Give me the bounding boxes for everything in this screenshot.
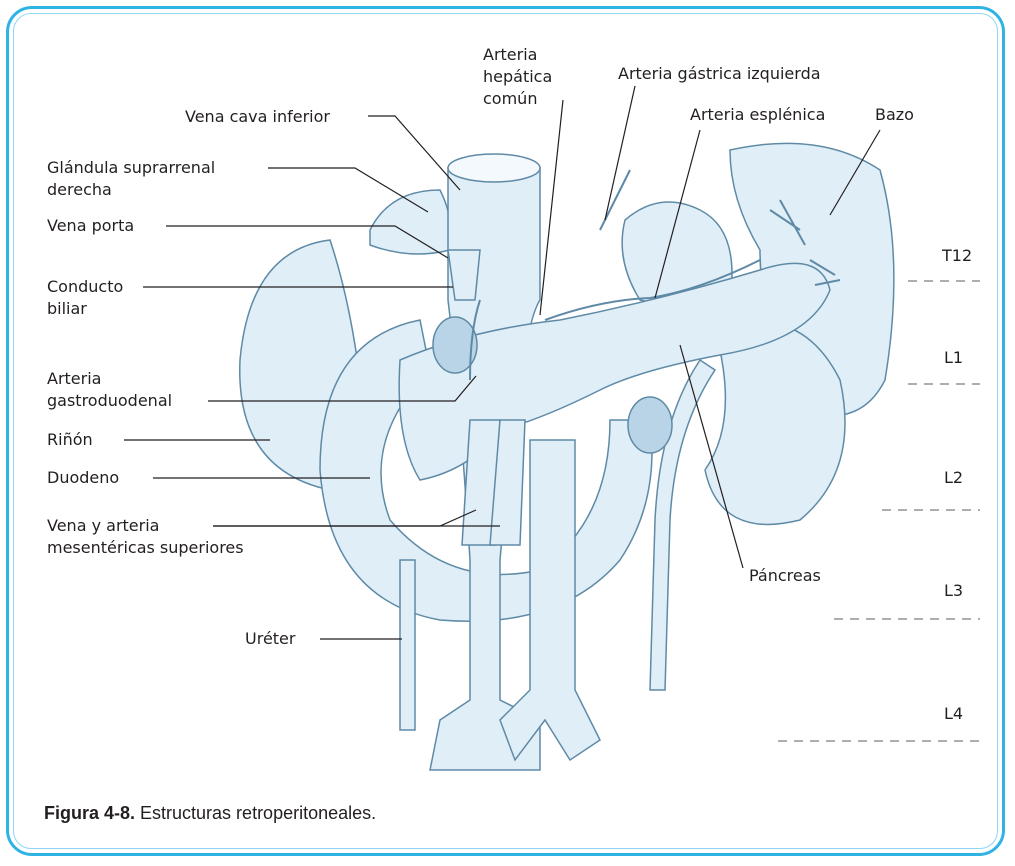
figure-caption: Figura 4-8. Estructuras retroperitoneale… bbox=[44, 803, 376, 824]
adrenal-gland bbox=[370, 190, 451, 254]
level-label-l1: L1 bbox=[944, 347, 963, 369]
label-arteria-esplenica: Arteria esplénica bbox=[690, 104, 825, 126]
caption-text: Estructuras retroperitoneales. bbox=[135, 803, 376, 823]
label-bazo: Bazo bbox=[875, 104, 914, 126]
label-conducto: Conducto biliar bbox=[47, 276, 123, 320]
label-vena-cava: Vena cava inferior bbox=[185, 106, 330, 128]
level-label-l3: L3 bbox=[944, 580, 963, 602]
label-duodeno: Duodeno bbox=[47, 467, 119, 489]
right-ureter bbox=[400, 560, 415, 730]
label-arteria-gastroduodenal: Arteria gastroduodenal bbox=[47, 368, 172, 412]
label-glandula: Glándula suprarrenal derecha bbox=[47, 157, 215, 201]
label-arteria-hepatica: Arteria hepática común bbox=[483, 44, 552, 110]
label-vena-porta: Vena porta bbox=[47, 215, 134, 237]
level-label-t12: T12 bbox=[942, 245, 972, 267]
level-label-l2: L2 bbox=[944, 467, 963, 489]
label-vena-mesenterica: Vena y arteria mesentéricas superiores bbox=[47, 515, 244, 559]
label-ureter: Uréter bbox=[245, 628, 295, 650]
level-label-l4: L4 bbox=[944, 703, 963, 725]
label-rinon: Riñón bbox=[47, 429, 93, 451]
label-pancreas: Páncreas bbox=[749, 565, 821, 587]
caption-figure-number: Figura 4-8. bbox=[44, 803, 135, 823]
label-arteria-gastrica: Arteria gástrica izquierda bbox=[618, 63, 821, 85]
